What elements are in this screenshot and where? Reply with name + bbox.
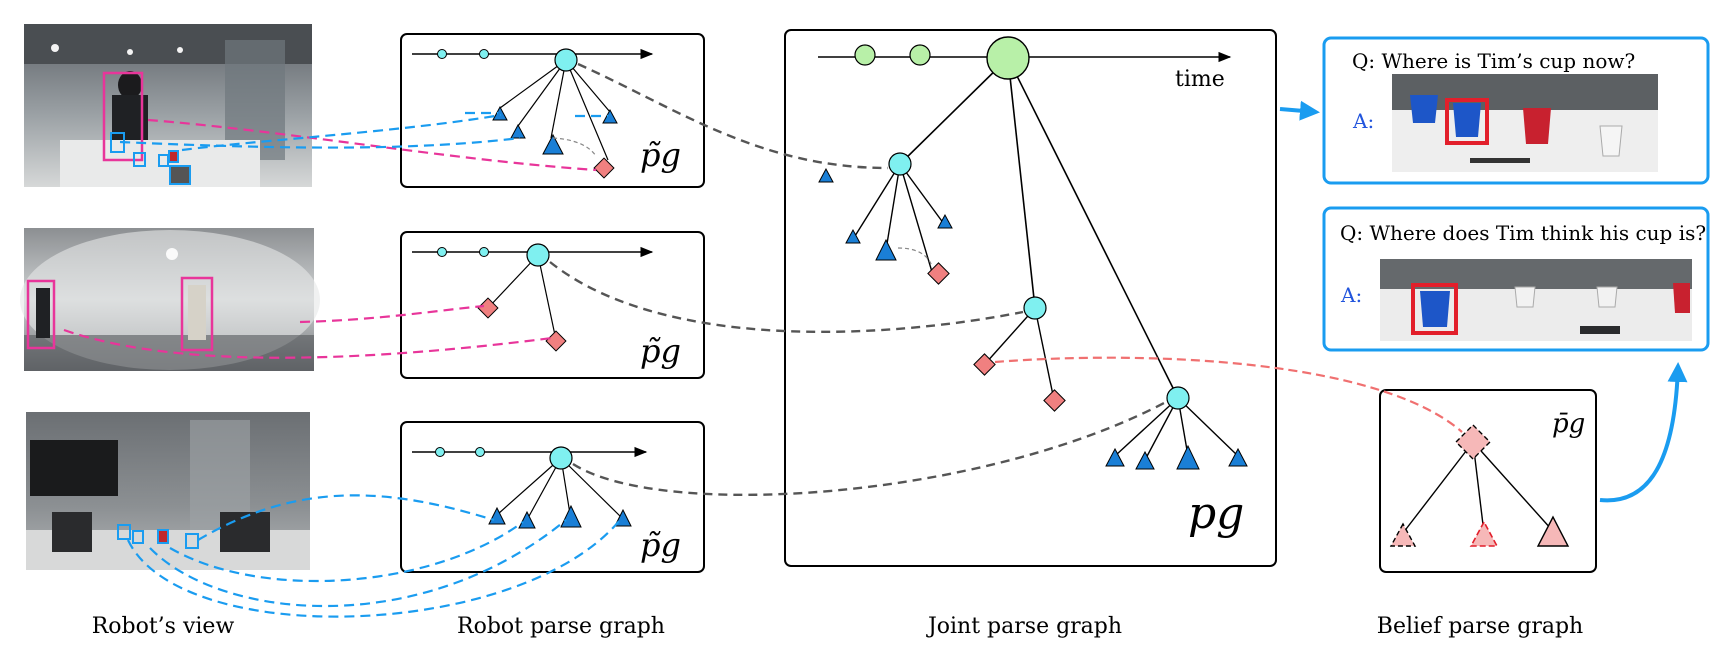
time-label: time (1175, 67, 1225, 92)
robot-view-photo-3 (26, 412, 310, 570)
answer-label-1: A: (1352, 109, 1374, 133)
pg-tilde-label-2: p̃g (640, 332, 681, 370)
robot-view-photo-2 (20, 228, 320, 371)
pg-label: pg (1188, 488, 1244, 539)
pg-tilde-label-1: p̃g (640, 136, 681, 174)
caption-joint-parse-graph: Joint parse graph (926, 614, 1122, 639)
qa-panel-1: Q: Where is Tim’s cup now? A: (1322, 36, 1710, 185)
caption-belief-parse-graph: Belief parse graph (1377, 614, 1583, 639)
answer-label-2: A: (1340, 283, 1362, 307)
robot-view-photo-1 (24, 24, 312, 187)
robot-parse-graph-1: p̃g (400, 33, 705, 188)
robot-parse-graph-3: p̃g (400, 421, 705, 573)
question-2: Q: Where does Tim think his cup is? (1340, 221, 1706, 245)
qa-panel-2: Q: Where does Tim think his cup is? A: (1322, 206, 1710, 352)
joint-parse-graph: time pg (784, 29, 1277, 567)
pg-bar-label: p̄g (1552, 409, 1585, 439)
belief-parse-graph: p̄g (1379, 389, 1597, 573)
question-1: Q: Where is Tim’s cup now? (1352, 49, 1635, 73)
caption-robots-view: Robot’s view (92, 614, 235, 639)
robot-parse-graph-2: p̃g (400, 231, 705, 379)
caption-robot-parse-graph: Robot parse graph (457, 614, 665, 639)
connectors (63, 62, 1688, 618)
captions: Robot’s view Robot parse graph Joint par… (92, 614, 1583, 639)
pg-tilde-label-3: p̃g (640, 526, 681, 564)
